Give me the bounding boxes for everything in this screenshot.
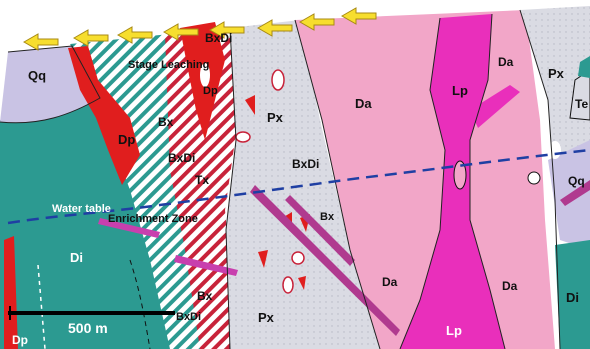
label-dp-upper: Dp bbox=[118, 132, 135, 147]
label-lp-bottom: Lp bbox=[446, 323, 462, 338]
label-px-bottom: Px bbox=[258, 310, 275, 325]
label-dp-lower: Dp bbox=[12, 333, 28, 347]
label-qq-right: Qq bbox=[568, 174, 585, 188]
label-enrichment-zone: Enrichment Zone bbox=[108, 213, 198, 225]
label-dp-small: Dp bbox=[203, 85, 218, 97]
label-bx-lower: Bx bbox=[197, 289, 213, 303]
label-px-left: Px bbox=[267, 110, 284, 125]
label-da-center: Da bbox=[355, 96, 372, 111]
label-lp-top: Lp bbox=[452, 83, 468, 98]
label-te: Te bbox=[575, 97, 588, 111]
label-bxdi-mid: BxDi bbox=[168, 151, 195, 165]
label-bxdi-bottom: BxDi bbox=[176, 311, 201, 323]
label-di-left: Di bbox=[70, 250, 83, 265]
scale-bar-label: 500 m bbox=[68, 320, 108, 336]
label-px-right: Px bbox=[548, 66, 565, 81]
label-di-right: Di bbox=[566, 290, 579, 305]
label-water-table: Water table bbox=[52, 203, 111, 215]
label-tx: Tx bbox=[195, 173, 209, 187]
label-bxdi-top: BxDi bbox=[205, 31, 232, 45]
label-da-lower-left: Da bbox=[382, 275, 398, 289]
label-bx-mid: Bx bbox=[320, 211, 335, 223]
label-bx-upper: Bx bbox=[158, 115, 174, 129]
label-da-top: Da bbox=[498, 55, 514, 69]
label-qq-left: Qq bbox=[28, 68, 46, 83]
label-bxdi-right: BxDi bbox=[292, 157, 319, 171]
label-da-lower-right: Da bbox=[502, 279, 518, 293]
label-stage-leaching: Stage Leaching bbox=[128, 59, 209, 71]
